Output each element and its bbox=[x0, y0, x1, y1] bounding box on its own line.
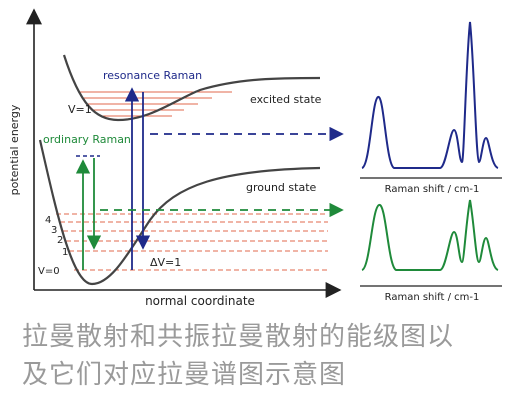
y-axis-label: potential energy bbox=[8, 104, 21, 195]
spectrum-top-curve bbox=[361, 21, 499, 169]
excited-level-label: V=1 bbox=[68, 103, 92, 116]
ground-level-label-2: 2 bbox=[57, 235, 63, 246]
ordinary-raman-label: ordinary Raman bbox=[43, 133, 131, 146]
spectrum-top-axis-label: Raman shift / cm-1 bbox=[385, 184, 480, 195]
ground-level-label-3: 3 bbox=[51, 225, 57, 236]
excited-state-curve bbox=[62, 54, 321, 122]
ground-state-label: ground state bbox=[246, 181, 317, 194]
delta-v-label: ΔV=1 bbox=[150, 256, 181, 269]
ground-level-label-1: 1 bbox=[62, 247, 68, 258]
caption-line-1: 拉曼散射和共振拉曼散射的能级图以 bbox=[22, 322, 455, 352]
ground-state-curve bbox=[38, 139, 321, 286]
x-axis-label: normal coordinate bbox=[145, 294, 255, 308]
spectrum-bottom-curve bbox=[361, 199, 499, 271]
caption-line-2: 及它们对应拉曼谱图示意图 bbox=[22, 360, 347, 390]
resonance-raman-label: resonance Raman bbox=[103, 69, 202, 82]
ground-level-label-v0: V=0 bbox=[38, 266, 60, 277]
ground-level-label-4: 4 bbox=[45, 215, 51, 226]
ground-state-levels bbox=[56, 213, 328, 271]
excited-state-label: excited state bbox=[250, 93, 322, 106]
spectrum-bottom-axis-label: Raman shift / cm-1 bbox=[385, 292, 480, 303]
